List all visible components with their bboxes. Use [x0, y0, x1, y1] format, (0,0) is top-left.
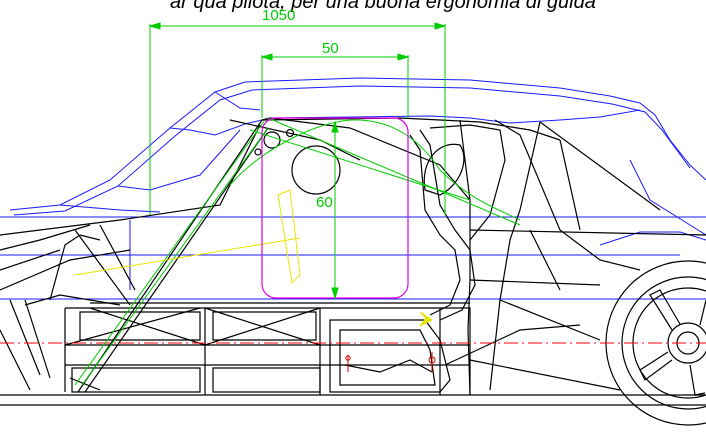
front-wheel	[605, 260, 706, 426]
dimension-seat-height	[331, 120, 339, 300]
roll-cage-structure	[0, 117, 706, 406]
dimension-overall-width	[148, 22, 447, 215]
car-body-outline	[0, 77, 706, 300]
dimension-seat-width	[260, 53, 410, 118]
overall-width-label: 1050	[262, 7, 295, 24]
header-caption: ar qua pilota, per una buona ergonomia d…	[170, 0, 596, 13]
seat-mount-markers	[345, 352, 436, 372]
seat-height-label: 60	[316, 194, 333, 211]
green-reference-geometry	[74, 117, 521, 386]
seat-width-label: 50	[322, 40, 339, 57]
